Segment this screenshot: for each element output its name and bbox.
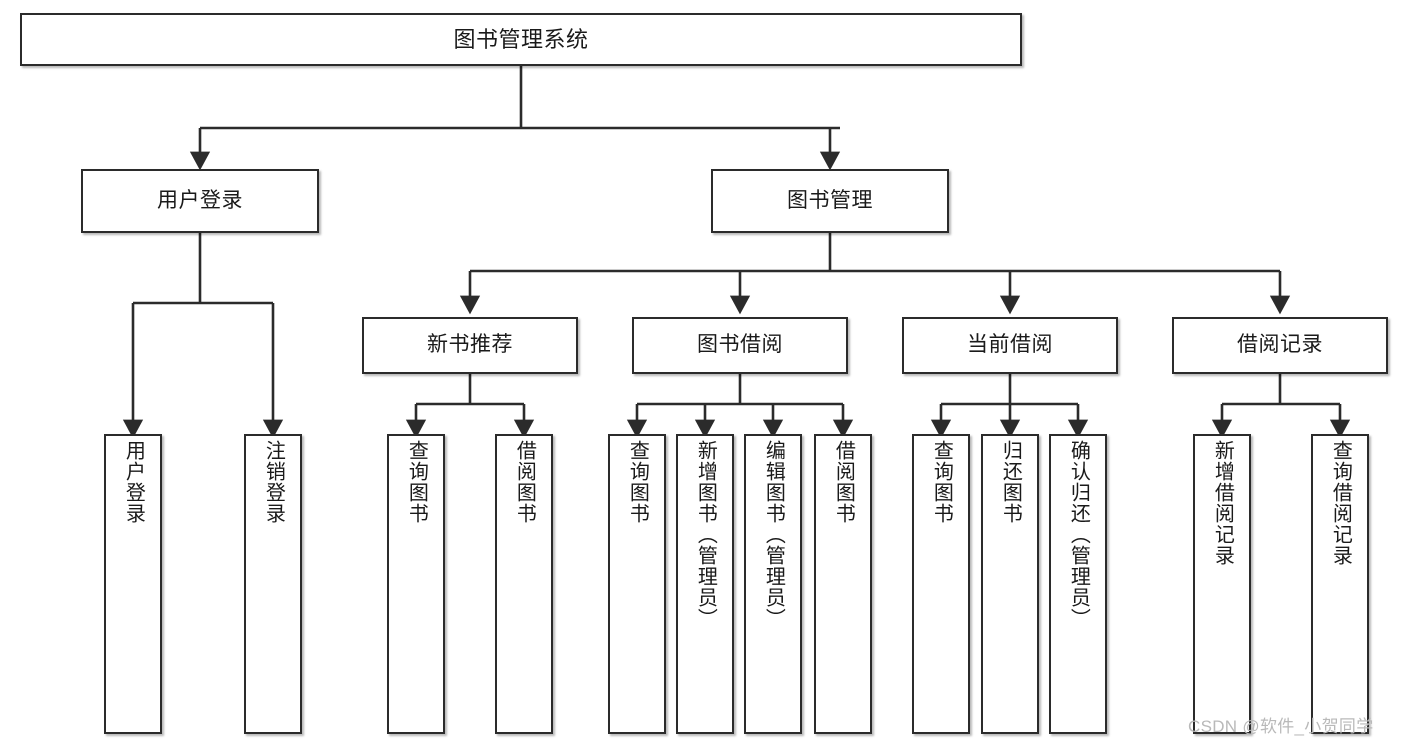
node-user-login-label: 用户登录 [157, 188, 243, 212]
leaf-confirm-return[interactable]: 确认归还（管理员） [1049, 434, 1107, 734]
node-borrow-record[interactable]: 借阅记录 [1172, 317, 1388, 374]
leaf-query-book-2-label: 查询图书 [626, 440, 649, 524]
leaf-user-login-label: 用户登录 [122, 440, 145, 524]
leaf-query-record-label: 查询借阅记录 [1329, 440, 1352, 566]
leaf-query-book-1-label: 查询图书 [405, 440, 428, 524]
leaf-confirm-return-label: 确认归还（管理员） [1067, 440, 1090, 629]
leaf-user-login[interactable]: 用户登录 [104, 434, 162, 734]
leaf-query-record[interactable]: 查询借阅记录 [1311, 434, 1369, 734]
node-current-borrow[interactable]: 当前借阅 [902, 317, 1118, 374]
leaf-add-record[interactable]: 新增借阅记录 [1193, 434, 1251, 734]
leaf-add-record-label: 新增借阅记录 [1211, 440, 1234, 566]
leaf-query-book-3[interactable]: 查询图书 [912, 434, 970, 734]
leaf-edit-book[interactable]: 编辑图书（管理员） [744, 434, 802, 734]
node-new-book-recommend[interactable]: 新书推荐 [362, 317, 578, 374]
node-root-system[interactable]: 图书管理系统 [20, 13, 1022, 66]
leaf-query-book-2[interactable]: 查询图书 [608, 434, 666, 734]
node-book-borrow[interactable]: 图书借阅 [632, 317, 848, 374]
leaf-logout-login[interactable]: 注销登录 [244, 434, 302, 734]
node-book-borrow-label: 图书借阅 [697, 333, 783, 357]
leaf-return-book-label: 归还图书 [999, 440, 1022, 524]
leaf-query-book-3-label: 查询图书 [930, 440, 953, 524]
leaf-add-book-label: 新增图书（管理员） [694, 440, 717, 629]
leaf-edit-book-label: 编辑图书（管理员） [762, 440, 785, 629]
node-new-book-recommend-label: 新书推荐 [427, 333, 513, 357]
leaf-borrow-book-1-label: 借阅图书 [513, 440, 536, 524]
node-root-system-label: 图书管理系统 [453, 26, 589, 52]
node-current-borrow-label: 当前借阅 [967, 333, 1053, 357]
leaf-query-book-1[interactable]: 查询图书 [387, 434, 445, 734]
node-user-login[interactable]: 用户登录 [81, 169, 319, 233]
node-borrow-record-label: 借阅记录 [1237, 333, 1323, 357]
node-book-manage[interactable]: 图书管理 [711, 169, 949, 233]
leaf-borrow-book-2-label: 借阅图书 [832, 440, 855, 524]
leaf-borrow-book-2[interactable]: 借阅图书 [814, 434, 872, 734]
node-book-manage-label: 图书管理 [787, 188, 873, 212]
leaf-add-book[interactable]: 新增图书（管理员） [676, 434, 734, 734]
leaf-return-book[interactable]: 归还图书 [981, 434, 1039, 734]
leaf-logout-login-label: 注销登录 [262, 440, 285, 524]
leaf-borrow-book-1[interactable]: 借阅图书 [495, 434, 553, 734]
